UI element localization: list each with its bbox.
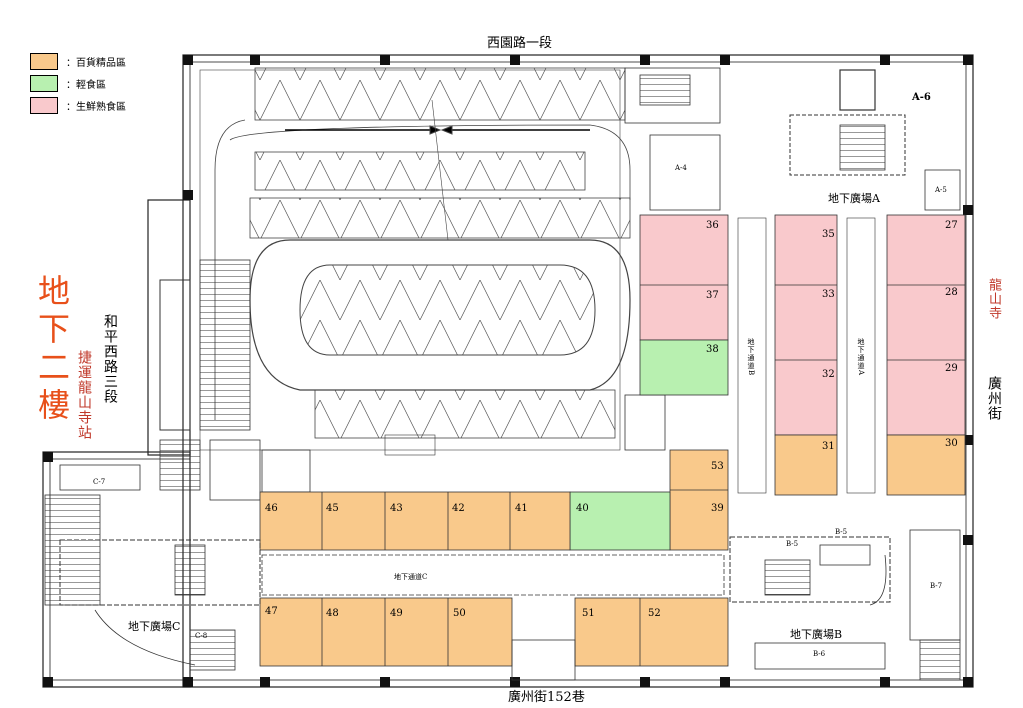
room-a5: A-5: [935, 186, 947, 194]
passage-b: 地下通道B: [747, 338, 755, 377]
unit-32: 32: [822, 369, 835, 380]
floor-title: 地下二樓: [37, 272, 70, 424]
unit-46: 46: [265, 503, 278, 514]
unit-42: 42: [452, 503, 465, 514]
legend-label-fresh-food: ：生鮮熟食區: [66, 101, 126, 113]
mrt-station: 捷運龍山寺站: [76, 350, 92, 440]
unit-53: 53: [711, 461, 724, 472]
unit-48: 48: [326, 608, 339, 619]
legend-label-retail: ：百貨精品區: [66, 57, 126, 69]
corridors: [44, 217, 961, 681]
unit-33: 33: [822, 289, 835, 300]
legend-item-retail: ：百貨精品區: [30, 50, 126, 72]
plaza-b: 地下廣場B: [790, 628, 843, 641]
unit-30: 30: [945, 438, 958, 449]
wall-columns: [43, 55, 973, 687]
passage-a: 地下通道A: [857, 338, 865, 377]
legend-swatch-fresh-food: [30, 96, 58, 114]
passage-c: 地下通道C: [394, 573, 428, 581]
parking-area: [199, 67, 631, 451]
legend-item-fresh-food: ：生鮮熟食區: [30, 94, 126, 116]
room-c7: C-7: [93, 478, 106, 486]
room-b5-a: B-5: [786, 540, 799, 548]
left-stair-core: [159, 259, 436, 501]
unit-51: 51: [582, 608, 595, 619]
unit-45: 45: [326, 503, 339, 514]
room-b6: B-6: [813, 650, 826, 658]
room-a4: A-4: [675, 164, 687, 172]
room-c8: C-8: [195, 632, 208, 640]
unit-43: 43: [390, 503, 403, 514]
legend-swatch-retail: [30, 52, 58, 70]
unit-28: 28: [945, 287, 958, 298]
unit-27: 27: [945, 220, 958, 231]
room-b7: B-7: [930, 582, 943, 590]
temple-label: 龍山寺: [986, 278, 1001, 320]
street-bottom: 廣州街152巷: [508, 690, 585, 705]
unit-36: 36: [706, 220, 719, 231]
legend: ：百貨精品區 ：輕食區 ：生鮮熟食區: [30, 50, 126, 116]
unit-29: 29: [945, 363, 958, 374]
plaza-c: 地下廣場C: [128, 620, 181, 633]
unit-31: 31: [822, 441, 835, 452]
legend-label-light-food: ：輕食區: [66, 79, 106, 91]
room-b5-b: B-5: [835, 528, 848, 536]
room-a6: A-6: [912, 92, 931, 103]
unit-47: 47: [265, 606, 278, 617]
street-top: 西園路一段: [487, 36, 553, 51]
legend-swatch-light-food: [30, 74, 58, 92]
plaza-a: 地下廣場A: [828, 192, 880, 205]
unit-49: 49: [390, 608, 403, 619]
street-left: 和平西路三段: [102, 314, 118, 404]
top-right-cores: [624, 67, 961, 451]
unit-39: 39: [711, 503, 724, 514]
legend-item-light-food: ：輕食區: [30, 72, 126, 94]
zone-blocks: [259, 214, 966, 667]
unit-dividers: [321, 284, 965, 666]
unit-38: 38: [706, 344, 719, 355]
unit-52: 52: [648, 608, 661, 619]
unit-40: 40: [576, 503, 589, 514]
unit-50: 50: [453, 608, 466, 619]
street-right: 廣州街: [986, 376, 1002, 421]
unit-41: 41: [515, 503, 528, 514]
unit-37: 37: [706, 290, 719, 301]
unit-35: 35: [822, 229, 835, 240]
